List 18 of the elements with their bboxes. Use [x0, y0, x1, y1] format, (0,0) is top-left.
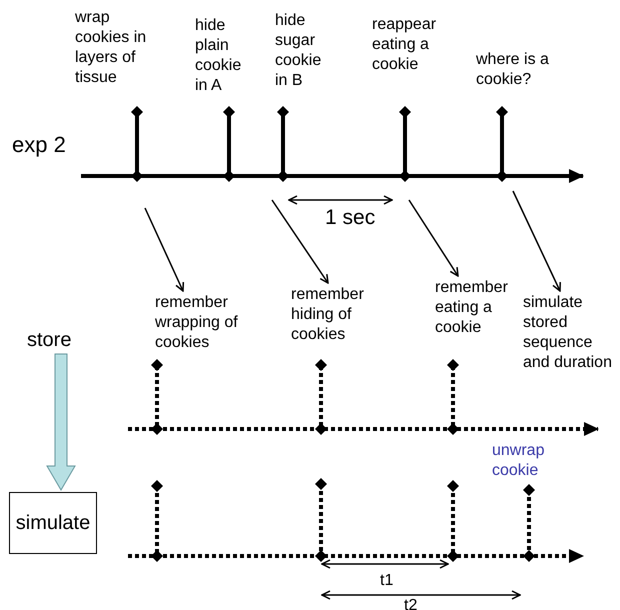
memory-label: simulate stored sequence and duration — [523, 293, 620, 373]
memory-label: remember hiding of cookies — [291, 285, 383, 345]
event-label: hide sugar cookie in B — [275, 11, 337, 91]
event-label: hide plain cookie in A — [195, 16, 255, 96]
box-label: simulate — [16, 511, 90, 535]
event-label: where is a cookie? — [476, 50, 566, 90]
event-label: unwrap cookie — [492, 441, 572, 481]
arrow — [512, 190, 561, 292]
arrow — [144, 208, 184, 292]
event-label: reappear eating a cookie — [372, 15, 452, 75]
arrow — [271, 200, 329, 284]
simulate-box — [9, 492, 97, 554]
memory-label: remember wrapping of cookies — [155, 293, 260, 353]
arrow — [408, 200, 459, 277]
duration-label: t2 — [402, 597, 420, 610]
event-label: wrap cookies in layers of tissue — [75, 8, 155, 88]
stage-label: store — [27, 330, 87, 350]
block-arrow — [46, 354, 76, 491]
